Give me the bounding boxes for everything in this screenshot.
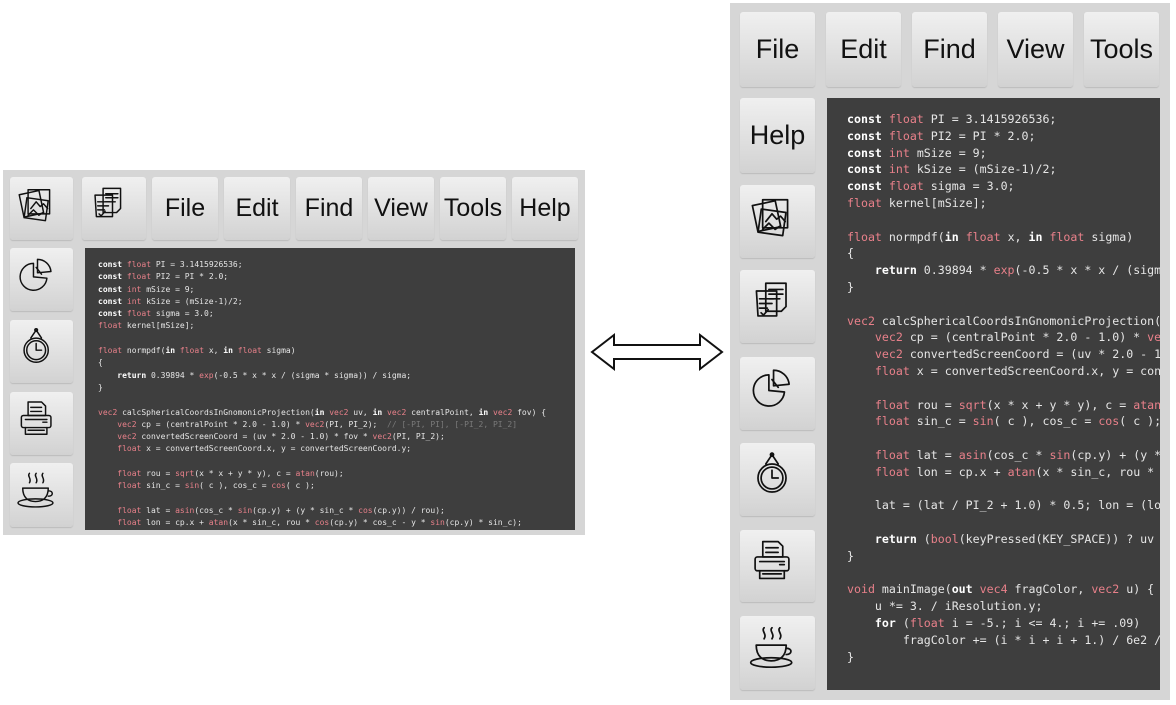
coffee-icon xyxy=(16,469,66,520)
notes-button[interactable] xyxy=(82,177,146,240)
code-editor[interactable]: const float PI = 3.1415926536; const floa… xyxy=(827,98,1160,690)
vertical-layout-window: File Edit Find View Tools Help const flo… xyxy=(730,3,1170,700)
clock-button[interactable] xyxy=(10,320,73,383)
code-line: return (bool(keyPressed(KEY_SPACE)) ? uv… xyxy=(874,531,1160,546)
code-line: const int kSize = (mSize-1)/2; xyxy=(98,296,243,306)
code-line: vec2 cp = (centralPoint * 2.0 - 1.0) * v… xyxy=(874,330,1160,345)
menu-find[interactable]: Find xyxy=(912,12,987,87)
code-editor[interactable]: const float PI = 3.1415926536; const floa… xyxy=(85,248,575,530)
menu-edit[interactable]: Edit xyxy=(224,177,290,240)
code-line: float normpdf(in float x, in float sigma… xyxy=(847,229,1134,244)
code-line: const float PI2 = PI * 2.0; xyxy=(98,272,229,282)
code-line: const float PI2 = PI * 2.0; xyxy=(847,128,1036,143)
menu-tools[interactable]: Tools xyxy=(1084,12,1159,87)
code-line xyxy=(98,456,575,468)
pie-chart-icon xyxy=(748,364,808,422)
code-line xyxy=(847,430,1160,447)
code-line xyxy=(847,481,1160,498)
code-line: const float sigma = 3.0; xyxy=(847,179,1015,194)
menu-help[interactable]: Help xyxy=(512,177,578,240)
pie-chart-icon xyxy=(16,254,66,304)
code-line: fragColor += (i * i + i + 1.) / 6e2 / a xyxy=(847,632,1160,647)
code-line: } xyxy=(847,548,854,563)
code-line xyxy=(847,380,1160,397)
code-line: vec2 calcSphericalCoordsInGnomonicProjec… xyxy=(847,313,1160,328)
code-line: const float PI = 3.1415926536; xyxy=(847,112,1057,126)
code-line: return 0.39894 * exp(-0.5 * x * x / (sig… xyxy=(874,263,1160,278)
menu-edit[interactable]: Edit xyxy=(826,12,901,87)
code-line: vec2 convertedScreenCoord = (uv * 2.0 - … xyxy=(874,347,1160,362)
code-line: u *= 3. / iResolution.y; xyxy=(847,599,1043,614)
pie-chart-button[interactable] xyxy=(10,248,73,311)
notes-icon xyxy=(88,183,139,233)
code-line: lat = (lat / PI_2 + 1.0) * 0.5; lon = (l… xyxy=(847,498,1160,513)
code-line xyxy=(847,514,1160,531)
code-line: float kernel[mSize]; xyxy=(98,321,195,331)
menu-tools[interactable]: Tools xyxy=(440,177,506,240)
code-line: const float sigma = 3.0; xyxy=(98,309,214,319)
code-line: float rou = sqrt(x * x + y * y), c = ata… xyxy=(874,397,1160,412)
code-line: float x = convertedScreenCoord.x, y = co… xyxy=(117,444,412,454)
code-line: float lon = cp.x + atan(x * sin_c, rou *… xyxy=(874,464,1160,479)
code-line: const float PI = 3.1415926536; xyxy=(98,260,243,269)
code-line xyxy=(847,212,1160,229)
code-line: float sin_c = sin( c ), cos_c = cos( c )… xyxy=(117,481,315,491)
printer-button[interactable] xyxy=(740,530,815,602)
code-line: { xyxy=(98,358,103,368)
photos-button[interactable] xyxy=(740,185,815,258)
code-line: const int mSize = 9; xyxy=(847,145,987,160)
menu-view[interactable]: View xyxy=(998,12,1073,87)
code-line: const int mSize = 9; xyxy=(98,284,195,294)
code-line xyxy=(98,493,575,505)
code-line: vec2 calcSphericalCoordsInGnomonicProjec… xyxy=(98,407,547,417)
code-line xyxy=(847,565,1160,582)
printer-icon xyxy=(748,537,808,595)
code-line: float kernel[mSize]; xyxy=(847,195,987,210)
coffee-button[interactable] xyxy=(10,463,73,527)
clock-button[interactable] xyxy=(740,443,815,516)
code-line: for (float i = -5.; i <= 4.; i += .09) xyxy=(874,615,1141,630)
code-line: void mainImage(out vec4 fragColor, vec2 … xyxy=(847,582,1155,597)
code-line: float x = convertedScreenCoord.x, y = co… xyxy=(874,363,1160,378)
menu-find[interactable]: Find xyxy=(296,177,362,240)
code-line xyxy=(98,394,575,406)
printer-icon xyxy=(16,398,66,448)
code-line: { xyxy=(847,246,854,261)
code-line: float lat = asin(cos_c * sin(cp.y) + (y … xyxy=(874,447,1160,462)
menu-view[interactable]: View xyxy=(368,177,434,240)
code-line: float normpdf(in float x, in float sigma… xyxy=(98,346,296,356)
pie-chart-button[interactable] xyxy=(740,357,815,430)
code-line: float lon = cp.x + atan(x * sin_c, rou *… xyxy=(117,518,522,528)
photos-icon xyxy=(748,192,808,250)
coffee-icon xyxy=(748,623,808,682)
code-line: return 0.39894 * exp(-0.5 * x * x / (sig… xyxy=(117,370,412,380)
code-line: float sin_c = sin( c ), cos_c = cos( c )… xyxy=(874,414,1160,429)
code-line: float rou = sqrt(x * x + y * y), c = ata… xyxy=(117,469,344,479)
photos-button[interactable] xyxy=(10,177,73,240)
code-line: } xyxy=(847,649,854,664)
printer-button[interactable] xyxy=(10,392,73,455)
photos-icon xyxy=(16,183,66,233)
double-arrow-icon xyxy=(590,332,724,372)
code-line: vec2 convertedScreenCoord = (uv * 2.0 - … xyxy=(117,432,445,442)
clock-icon xyxy=(16,326,66,376)
code-line: } xyxy=(847,279,854,294)
menu-file[interactable]: File xyxy=(740,12,815,87)
menu-help[interactable]: Help xyxy=(740,98,815,173)
notes-button[interactable] xyxy=(740,270,815,343)
code-line: } xyxy=(98,382,103,392)
horizontal-layout-window: File Edit Find View Tools Help const flo… xyxy=(3,170,585,535)
code-line: const int kSize = (mSize-1)/2; xyxy=(847,162,1057,177)
code-line xyxy=(98,333,575,345)
clock-icon xyxy=(748,450,808,508)
menu-file[interactable]: File xyxy=(152,177,218,240)
code-line xyxy=(847,296,1160,313)
notes-icon xyxy=(748,277,808,335)
coffee-button[interactable] xyxy=(740,616,815,690)
code-line: vec2 cp = (centralPoint * 2.0 - 1.0) * v… xyxy=(117,419,518,429)
code-line: float lat = asin(cos_c * sin(cp.y) + (y … xyxy=(117,505,445,515)
